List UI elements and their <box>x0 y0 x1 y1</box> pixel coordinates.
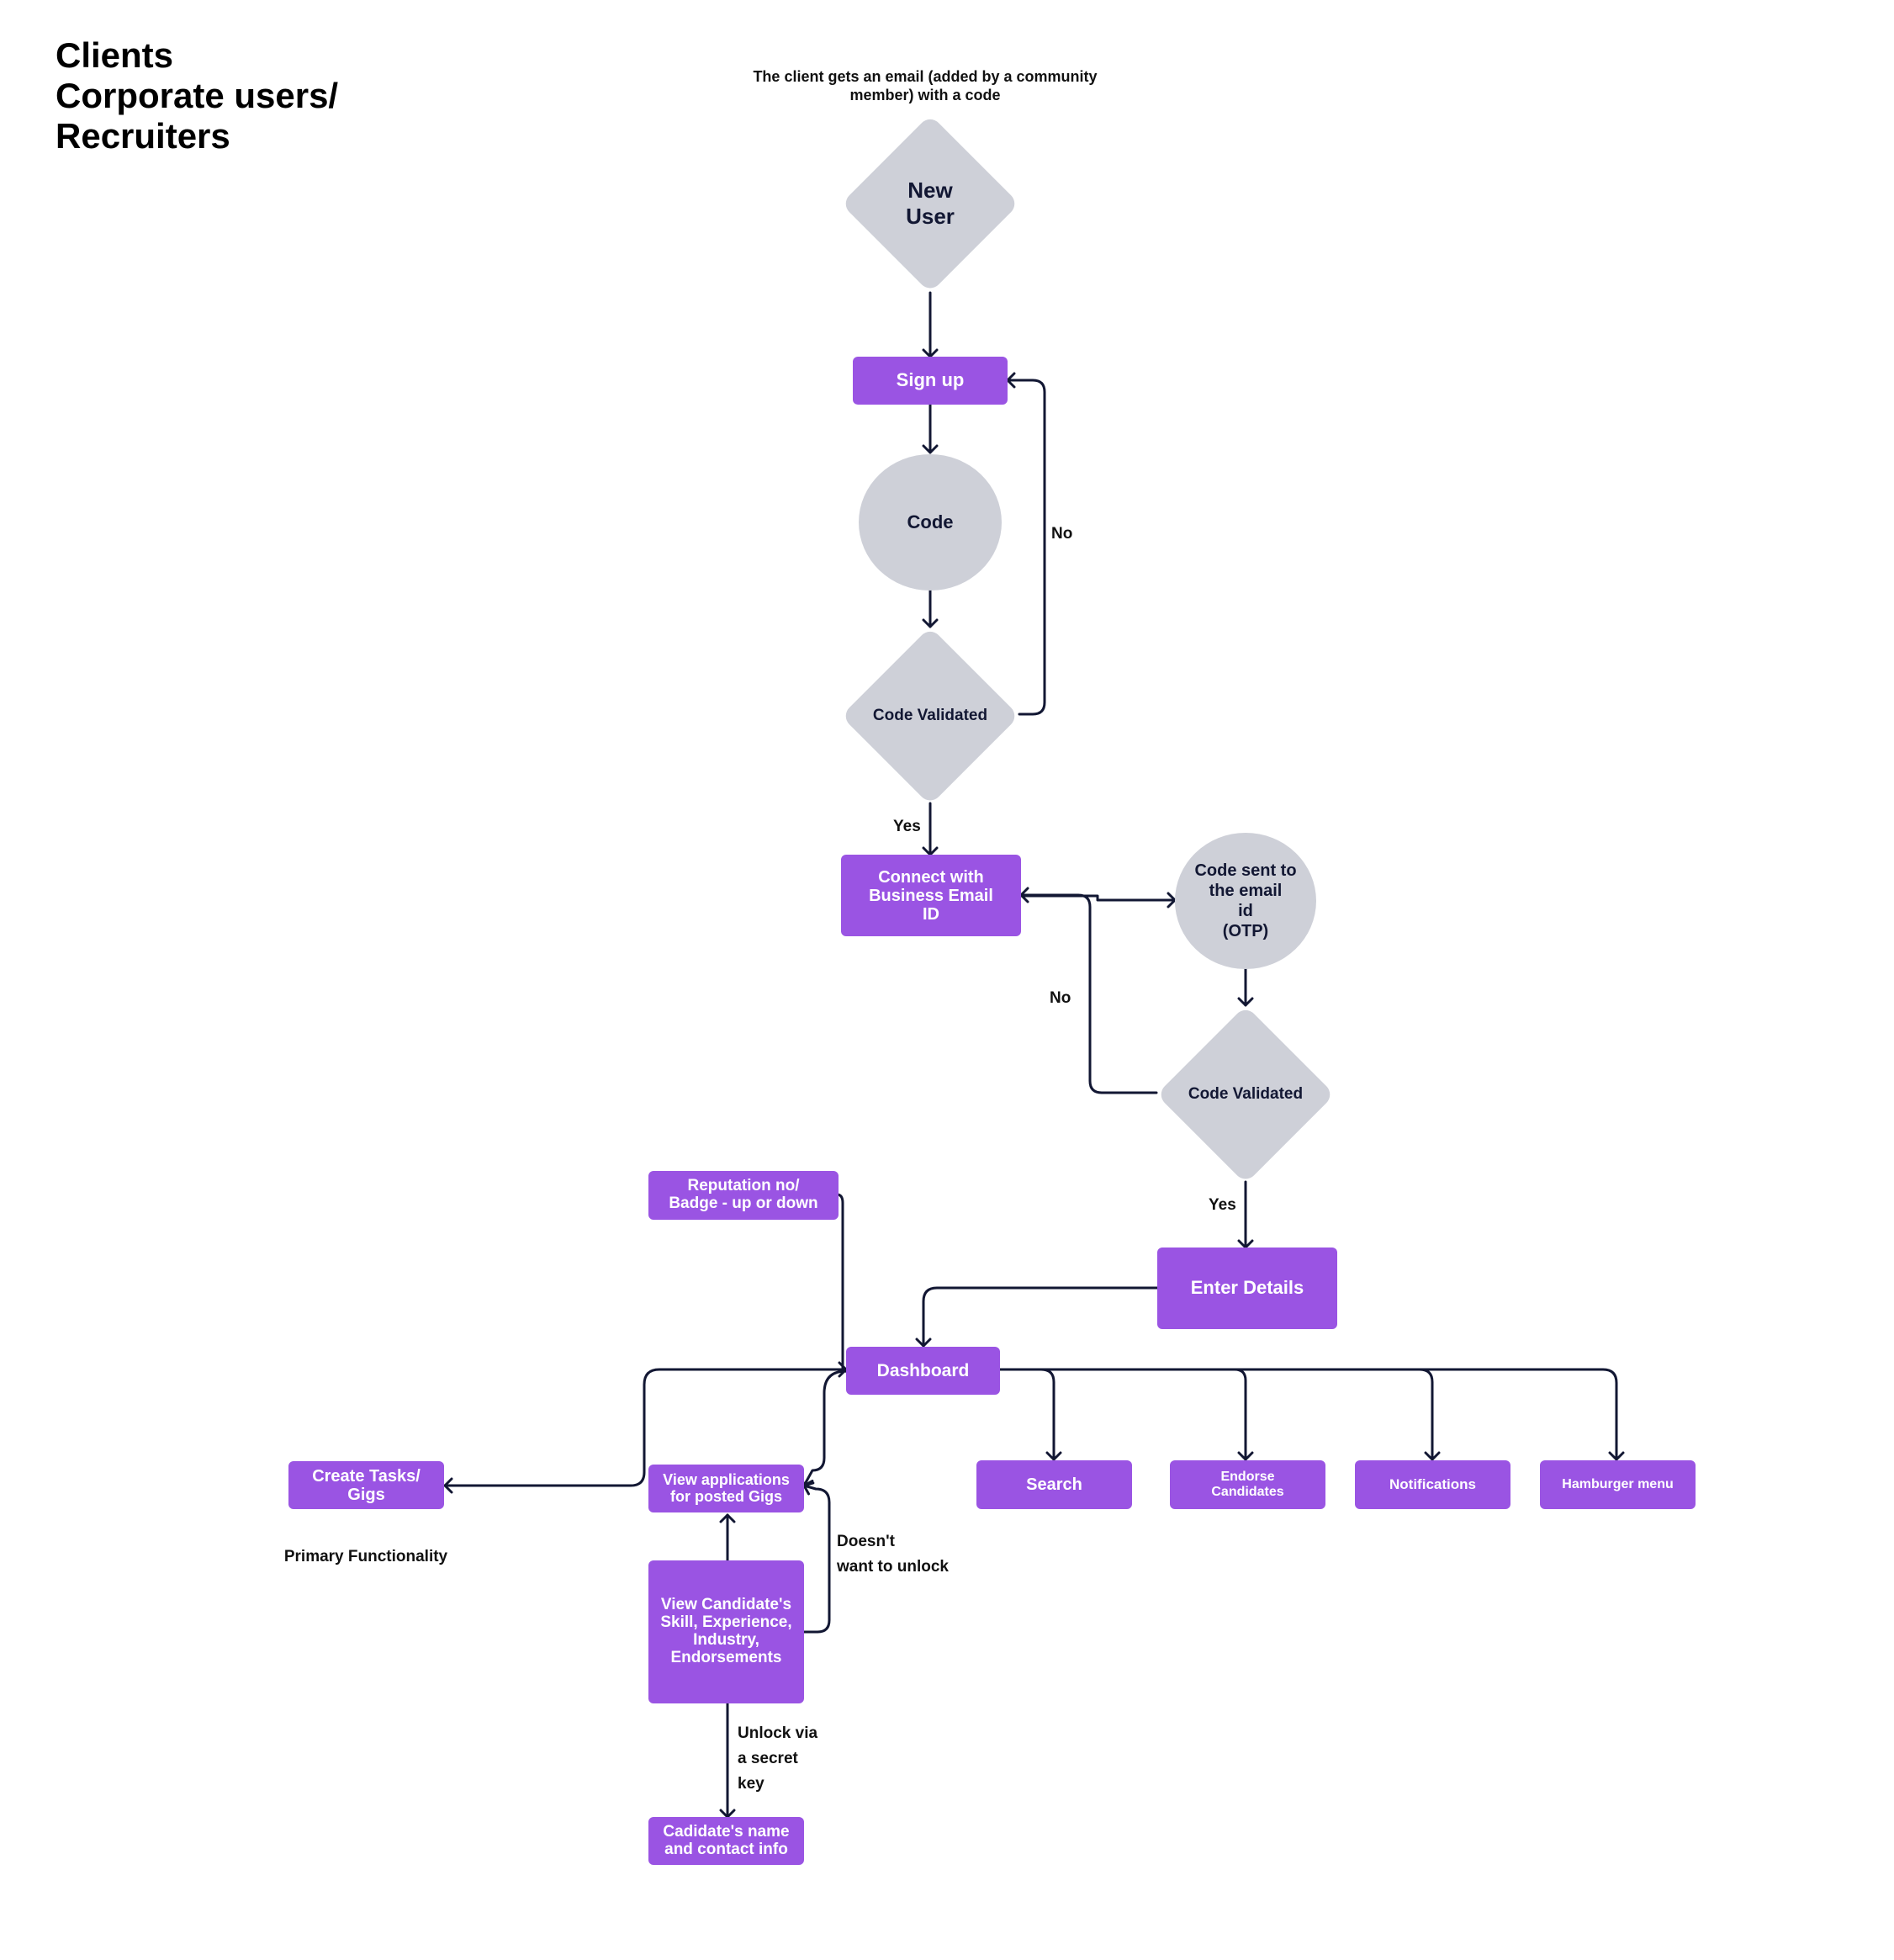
edge-label-no-2: No <box>1050 989 1071 1007</box>
edge-label-no-1: No <box>1051 525 1073 543</box>
new-user-label: New User <box>906 177 955 229</box>
edge-reputation-dashboard <box>835 1193 848 1378</box>
edge-dashboard-createtasks <box>443 1361 854 1494</box>
notifications-box[interactable]: Notifications <box>1355 1460 1510 1509</box>
top-note: The client gets an email (added by a com… <box>753 68 1098 103</box>
edge-dashboard-endorse <box>998 1368 1254 1461</box>
code-validated-2-label: Code Validated <box>1188 1084 1304 1103</box>
page-title: Clients Corporate users/ Recruiters <box>56 35 339 156</box>
primary-functionality-note: Primary Functionality <box>283 1548 448 1565</box>
edge-validated-no-signup <box>1006 372 1046 716</box>
edge-notunlock-viewapps <box>802 1480 831 1634</box>
edge-label-unlock-key: Unlock via a secret key <box>738 1724 818 1793</box>
candidate-contact-box[interactable]: Cadidate's name and contact info <box>648 1817 804 1865</box>
enter-details-box[interactable]: Enter Details <box>1157 1248 1337 1329</box>
dashboard-box[interactable]: Dashboard <box>846 1347 1000 1395</box>
edge-dashboard-search <box>998 1368 1062 1461</box>
connect-email-box[interactable]: Connect with Business Email ID <box>841 855 1021 936</box>
new-user-decision: New User <box>843 116 1018 291</box>
reputation-box[interactable]: Reputation no/ Badge - up or down <box>648 1171 839 1220</box>
endorse-candidates-box[interactable]: Endorse Candidates <box>1170 1460 1325 1509</box>
edge-dashboard-notifications <box>998 1368 1441 1461</box>
create-tasks-box[interactable]: Create Tasks/ Gigs <box>288 1461 444 1509</box>
code-validated-decision-2: Code Validated <box>1158 1007 1333 1182</box>
view-candidate-box[interactable]: View Candidate's Skill, Experience, Indu… <box>648 1560 804 1703</box>
edge-label-yes-1: Yes <box>893 818 921 835</box>
search-box[interactable]: Search <box>976 1460 1132 1509</box>
edge-label-yes-2: Yes <box>1209 1196 1236 1214</box>
hamburger-menu-box[interactable]: Hamburger menu <box>1540 1460 1696 1509</box>
view-applications-box[interactable]: View applications for posted Gigs <box>648 1465 804 1512</box>
edge-details-dashboard <box>915 1286 1159 1348</box>
edge-connect-codesent <box>1019 892 1177 908</box>
edge-dashboard-hamburger <box>998 1368 1625 1461</box>
code-circle: Code <box>859 454 1002 591</box>
edge-validated2-no-connect <box>1019 887 1158 1094</box>
code-validated-decision-1: Code Validated <box>843 628 1018 803</box>
code-validated-1-label: Code Validated <box>872 706 988 724</box>
sign-up-box[interactable]: Sign up <box>853 357 1008 405</box>
edge-label-doesnt-unlock: Doesn't want to unlock <box>837 1533 949 1576</box>
code-sent-circle: Code sent to the email id (OTP) <box>1175 833 1316 969</box>
edge-dashboard-viewapps <box>800 1363 854 1487</box>
